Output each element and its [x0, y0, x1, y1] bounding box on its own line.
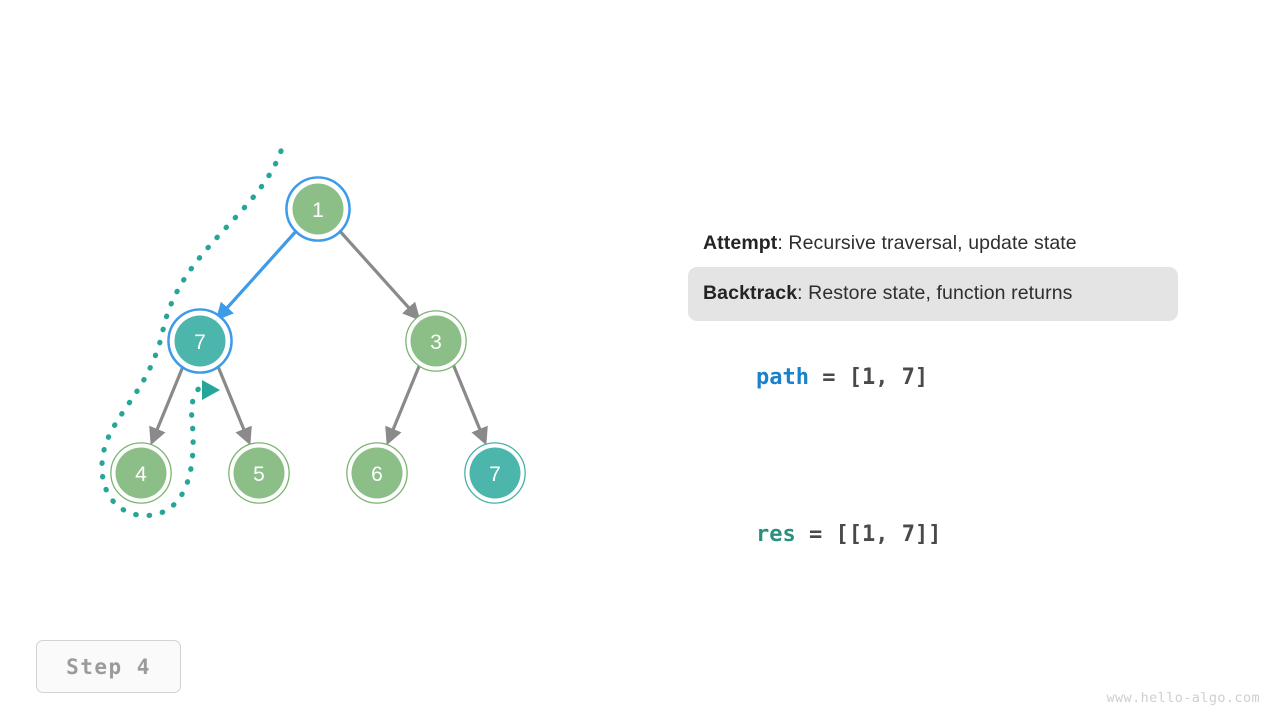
edge-3-6 — [385, 363, 422, 446]
attempt-line: Attempt: Recursive traversal, update sta… — [688, 225, 1178, 262]
res-keyword: res — [755, 521, 796, 547]
tree-node-4[interactable]: 4 — [110, 442, 172, 504]
backtrack-label: Backtrack — [703, 282, 798, 305]
backtrack-line: Backtrack: Restore state, function retur… — [688, 267, 1178, 321]
node-label: 3 — [430, 331, 442, 354]
edge-1-7 — [215, 227, 300, 321]
tree-node-7-right[interactable]: 7 — [464, 442, 526, 504]
tree-node-3[interactable]: 3 — [405, 310, 467, 372]
path-keyword: path — [755, 364, 809, 390]
dotted-traversal-path — [99, 148, 284, 519]
current-position-marker — [202, 380, 220, 400]
edge-7-4 — [149, 363, 186, 446]
node-label: 1 — [312, 199, 324, 222]
res-value: = [[1, 7]] — [795, 521, 942, 547]
edge-3-7 — [451, 363, 488, 446]
tree-diagram: 1 7 3 4 5 6 7 — [99, 148, 526, 519]
watermark: www.hello-algo.com — [1106, 690, 1260, 706]
edge-7-5 — [215, 363, 252, 446]
tree-node-5[interactable]: 5 — [228, 442, 290, 504]
tree-node-7-left[interactable]: 7 — [167, 308, 233, 374]
info-panel: Attempt: Recursive traversal, update sta… — [688, 225, 1178, 572]
edge-1-3 — [336, 227, 421, 321]
tree-node-6[interactable]: 6 — [346, 442, 408, 504]
res-variable-line: res = [[1, 7]] — [688, 497, 1178, 572]
step-badge: Step 4 — [36, 640, 181, 693]
node-label: 4 — [135, 463, 147, 486]
attempt-text: : Recursive traversal, update state — [777, 232, 1077, 254]
node-label: 7 — [489, 463, 501, 486]
tree-edges — [149, 227, 488, 446]
node-label: 6 — [371, 463, 383, 486]
attempt-label: Attempt — [703, 232, 778, 254]
path-variable-line: path = [1, 7] — [688, 340, 1178, 415]
node-label: 5 — [253, 463, 265, 486]
tree-node-1[interactable]: 1 — [285, 176, 351, 242]
node-label: 7 — [194, 331, 206, 354]
path-value: = [1, 7] — [808, 364, 929, 390]
backtrack-text: : Restore state, function returns — [797, 282, 1073, 305]
